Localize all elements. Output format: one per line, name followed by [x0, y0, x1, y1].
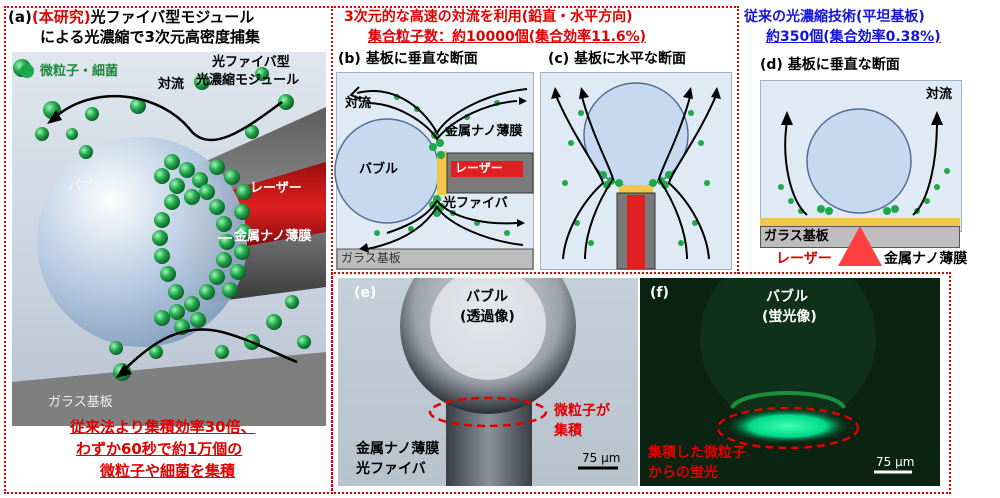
legend-particle-icon [20, 64, 34, 78]
metal-film-b [437, 151, 447, 195]
panel-b-label: (b) [338, 51, 361, 67]
panel-e-svg [400, 278, 618, 486]
panel-d-svg [778, 108, 950, 216]
bubble-f [700, 278, 876, 426]
laser-c [627, 195, 645, 269]
convection-label-b: 対流 [345, 96, 372, 111]
metal-film-d [760, 218, 960, 226]
summary-line-1: 従来法より集積効率30倍、 [70, 418, 256, 436]
bubble-label-f: バブル [766, 289, 808, 305]
metal-film-label-b: 金属ナノ薄膜 [445, 124, 523, 139]
panel-c [540, 72, 732, 270]
particles-b [374, 94, 510, 236]
glass-label-a: ガラス基板 [48, 395, 113, 410]
particle-cluster [152, 154, 252, 335]
header-right-line1: 従来の光濃縮技術(平坦基板) [744, 9, 925, 25]
panel-a-title-rest: 光ファイバ型モジュール [90, 8, 255, 26]
convection-arrow-top [51, 94, 283, 142]
metal-film-label-e: 金属ナノ薄膜 [356, 441, 440, 457]
fluor-highlight-f [716, 406, 860, 450]
particles-d [778, 168, 950, 215]
fluor-label-f-2: からの蛍光 [648, 465, 718, 481]
panel-f: (f) バブル (蛍光像) 集積した微粒子 からの蛍光 75 μm [640, 278, 940, 486]
summary-line-2: わずか60秒で約1万個の [76, 440, 243, 458]
fluor-glow-f [724, 408, 852, 444]
panel-d-title: (d) 基板に垂直な断面 [760, 58, 900, 72]
panel-b: 対流 金属ナノ薄膜 バブル レーザー 光ファイバ ガラス基板 [334, 72, 534, 270]
laser-triangle-d [838, 226, 882, 266]
convection-label-a: 対流 [158, 77, 185, 92]
laser-label-d: レーザー [776, 251, 832, 267]
panel-a-svg [12, 59, 326, 426]
panel-f-svg [700, 278, 912, 474]
metal-film-label-a: 金属ナノ薄膜 [234, 229, 312, 244]
module-label-2: 光濃縮モジュール [196, 73, 300, 88]
bubble-label-e: バブル [466, 289, 508, 305]
header-center-line1: 3次元的な高速の対流を利用(鉛直・水平方向) [344, 9, 633, 25]
fiber-label-b: 光ファイバ [443, 196, 508, 211]
laser-label-a: レーザー [250, 181, 302, 196]
fiber-label-e: 光ファイバ [356, 461, 426, 477]
frame-bottom [331, 272, 951, 494]
bubble-label-a: バブル [68, 179, 108, 194]
scale-label-e: 75 μm [582, 451, 621, 465]
bubble-c [583, 82, 689, 188]
legend-particle-label: 微粒子・細菌 [40, 64, 119, 79]
module-label-1: 光ファイバ型 [212, 55, 290, 70]
fluor-label-f-1: 集積した微粒子 [648, 445, 746, 461]
header-center-line2: 集合粒子数：約10000個(集合効率11.6%) [368, 29, 647, 45]
laser-b [451, 161, 523, 177]
glass-label-d: ガラス基板 [764, 229, 829, 244]
panel-a-highlight: (本研究) [31, 8, 91, 26]
bubble-sub-f: (蛍光像) [762, 309, 817, 325]
panel-e: (e) バブル (透過像) 微粒子が 集積 金属ナノ薄膜 光ファイバ 75 μm [338, 278, 638, 486]
metal-film-label-d: 金属ナノ薄膜 [884, 251, 968, 267]
panel-c-title-text: 基板に水平な断面 [573, 51, 686, 67]
panel-f-label: (f) [650, 285, 669, 301]
panel-c-title: (c) 基板に水平な断面 [548, 52, 686, 66]
bubble-label-b: バブル [359, 162, 399, 177]
bubble-sub-e: (透過像) [460, 309, 515, 325]
particles-label-e-2: 集積 [554, 423, 582, 439]
panel-d [760, 80, 962, 232]
panel-c-label: (c) [548, 51, 570, 67]
particles-highlight-e [428, 396, 548, 428]
glass-substrate [12, 352, 326, 426]
panel-b-title: (b) 基板に垂直な断面 [338, 52, 478, 66]
convection-arrow-bottom [121, 328, 298, 373]
glass-substrate-b [336, 248, 534, 270]
panel-c-svg [551, 82, 721, 270]
panel-e-label: (e) [354, 285, 377, 301]
header-right-line2: 約350個(集合効率0.38%) [766, 29, 941, 45]
summary-line-3: 微粒子や細菌を集積 [100, 462, 236, 480]
panel-a-title: (a)(本研究)光ファイバ型モジュール [8, 10, 254, 25]
panel-b-svg [334, 86, 534, 270]
bubble-d [806, 108, 912, 214]
convection-label-d: 対流 [926, 87, 953, 102]
scale-label-f: 75 μm [876, 455, 915, 469]
panel-b-title-text: 基板に垂直な断面 [365, 51, 478, 67]
particles-label-e: 微粒子が [554, 403, 610, 419]
glass-label-b: ガラス基板 [341, 251, 401, 265]
panel-a-label: (a) [8, 8, 32, 26]
panel-d-label: (d) [760, 57, 783, 73]
panel-a-illustration: 微粒子・細菌 光ファイバ型 光濃縮モジュール 対流 バブル レーザー 金属ナノ薄… [12, 52, 326, 426]
panel-a-title-line2: による光濃縮で3次元高密度捕集 [40, 28, 260, 46]
panel-d-title-text: 基板に垂直な断面 [787, 57, 900, 73]
laser-label-b: レーザー [455, 161, 503, 175]
metal-film-c [619, 185, 653, 193]
